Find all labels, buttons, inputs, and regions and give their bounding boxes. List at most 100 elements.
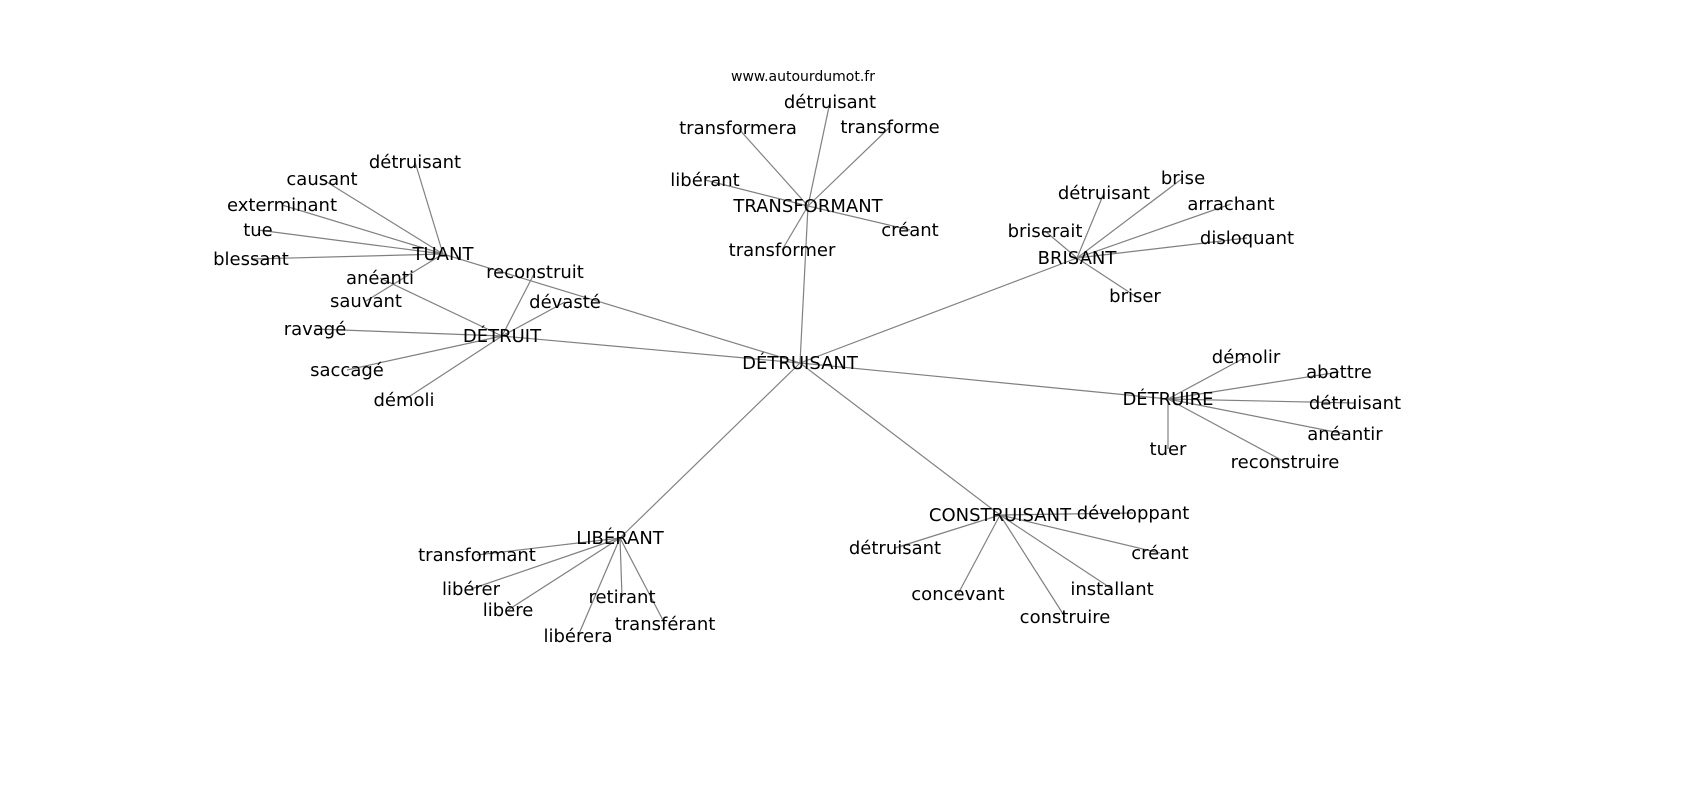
leaf-node[interactable]: blessant bbox=[213, 249, 289, 270]
edge-3-3 bbox=[1076, 237, 1248, 259]
edge-5-5 bbox=[957, 514, 1001, 595]
edge-5-3 bbox=[999, 514, 1113, 590]
leaf-node[interactable]: créant bbox=[1131, 543, 1188, 564]
edge-hub-6 bbox=[619, 362, 801, 539]
leaf-node[interactable]: dévasté bbox=[529, 292, 601, 313]
leaf-node[interactable]: reconstruit bbox=[486, 262, 584, 283]
leaf-node[interactable]: transforme bbox=[840, 117, 939, 138]
edge-3-1 bbox=[1076, 177, 1184, 259]
group-node[interactable]: TRANSFORMANT bbox=[732, 196, 883, 217]
leaf-node[interactable]: détruisant bbox=[784, 92, 876, 113]
group-node[interactable]: DÉTRUIT bbox=[463, 325, 542, 347]
leaf-node[interactable]: retirant bbox=[588, 587, 655, 608]
leaf-node[interactable]: abattre bbox=[1306, 362, 1372, 383]
leaf-node[interactable]: transférant bbox=[615, 614, 716, 635]
edge-0-4 bbox=[250, 253, 444, 260]
edge-0-5 bbox=[365, 253, 444, 302]
edge-6-5 bbox=[619, 537, 666, 625]
edge-2-4 bbox=[807, 205, 911, 231]
leaf-node[interactable]: créant bbox=[881, 220, 938, 241]
leaf-node[interactable]: libérera bbox=[543, 626, 612, 647]
edge-3-2 bbox=[1076, 203, 1232, 259]
edge-6-3 bbox=[577, 537, 621, 637]
leaf-node[interactable]: transformant bbox=[418, 545, 536, 566]
leaf-node[interactable]: arrachant bbox=[1187, 194, 1274, 215]
edge-1-1 bbox=[501, 301, 566, 337]
edge-4-3 bbox=[1167, 398, 1346, 435]
edges bbox=[250, 101, 1356, 637]
leaf-node[interactable]: exterminant bbox=[227, 195, 337, 216]
leaf-node[interactable]: saccagé bbox=[310, 360, 384, 381]
leaf-node[interactable]: tue bbox=[243, 220, 273, 241]
edge-6-4 bbox=[619, 537, 623, 598]
edge-0-1 bbox=[321, 178, 444, 255]
edge-0-3 bbox=[257, 229, 444, 255]
leaf-node[interactable]: briser bbox=[1109, 286, 1161, 307]
edge-1-2 bbox=[379, 277, 503, 337]
group-node[interactable]: CONSTRUISANT bbox=[929, 505, 1072, 526]
group-node[interactable]: BRISANT bbox=[1038, 248, 1118, 269]
edge-2-0 bbox=[737, 127, 809, 207]
leaf-node[interactable]: libérant bbox=[670, 170, 739, 191]
leaf-node[interactable]: détruisant bbox=[1309, 393, 1401, 414]
edge-2-5 bbox=[781, 205, 809, 251]
edge-0-2 bbox=[281, 204, 444, 255]
edge-1-4 bbox=[346, 335, 503, 371]
leaf-node[interactable]: démoli bbox=[373, 390, 434, 411]
edge-1-5 bbox=[403, 335, 503, 401]
edge-hub-5 bbox=[799, 362, 1001, 516]
leaf-node[interactable]: libère bbox=[483, 600, 534, 621]
edge-1-3 bbox=[314, 328, 503, 337]
edge-hub-0 bbox=[442, 253, 801, 364]
leaf-node[interactable]: anéanti bbox=[346, 268, 414, 289]
leaf-node[interactable]: détruisant bbox=[849, 538, 941, 559]
leaf-node[interactable]: transformer bbox=[729, 240, 836, 261]
leaf-node[interactable]: reconstruire bbox=[1231, 452, 1340, 473]
leaf-node[interactable]: tuer bbox=[1150, 439, 1188, 460]
edge-5-2 bbox=[999, 514, 1161, 554]
group-node[interactable]: LIBÉRANT bbox=[576, 527, 665, 549]
leaf-node[interactable]: installant bbox=[1070, 579, 1153, 600]
leaf-node[interactable]: concevant bbox=[911, 584, 1004, 605]
edge-hub-4 bbox=[799, 362, 1169, 400]
leaf-node[interactable]: sauvant bbox=[330, 291, 402, 312]
leaf-node[interactable]: développant bbox=[1077, 503, 1190, 524]
leaf-node[interactable]: causant bbox=[286, 169, 357, 190]
leaf-node[interactable]: détruisant bbox=[1058, 183, 1150, 204]
edge-2-2 bbox=[807, 126, 891, 207]
edge-hub-2 bbox=[799, 205, 809, 364]
leaf-node[interactable]: ravagé bbox=[284, 319, 347, 340]
labels: DÉTRUISANT TUANT détruisant causant extermin… bbox=[213, 92, 1401, 647]
edge-4-4 bbox=[1167, 398, 1286, 463]
edge-2-1 bbox=[807, 101, 831, 207]
leaf-node[interactable]: détruisant bbox=[369, 152, 461, 173]
edge-4-1 bbox=[1167, 371, 1340, 400]
edge-hub-3 bbox=[799, 257, 1078, 364]
group-node[interactable]: TUANT bbox=[412, 244, 475, 265]
leaf-node[interactable]: briserait bbox=[1008, 221, 1083, 242]
edge-6-0 bbox=[476, 537, 621, 556]
edge-3-4 bbox=[1044, 230, 1078, 259]
edge-6-2 bbox=[507, 537, 621, 611]
edge-hub-1 bbox=[501, 335, 801, 364]
leaf-node[interactable]: libérer bbox=[442, 579, 501, 600]
edge-0-0 bbox=[414, 161, 444, 255]
edge-1-0 bbox=[501, 271, 536, 337]
group-node[interactable]: DÉTRUIRE bbox=[1122, 388, 1213, 410]
edge-2-3 bbox=[704, 179, 809, 207]
edge-5-4 bbox=[999, 514, 1066, 618]
edge-5-0 bbox=[894, 514, 1001, 549]
edge-4-2 bbox=[1167, 398, 1356, 404]
leaf-node[interactable]: disloquant bbox=[1200, 228, 1294, 249]
leaf-node[interactable]: démolir bbox=[1212, 347, 1281, 368]
leaf-node[interactable]: construire bbox=[1020, 607, 1111, 628]
leaf-node[interactable]: anéantir bbox=[1307, 424, 1383, 445]
edge-3-0 bbox=[1076, 192, 1105, 259]
leaf-node[interactable]: brise bbox=[1161, 168, 1205, 189]
leaf-node[interactable]: transformera bbox=[679, 118, 797, 139]
edge-4-0 bbox=[1167, 356, 1247, 400]
hub-node[interactable]: DÉTRUISANT bbox=[742, 352, 859, 374]
site-title: www.autourdumot.fr bbox=[731, 69, 875, 85]
